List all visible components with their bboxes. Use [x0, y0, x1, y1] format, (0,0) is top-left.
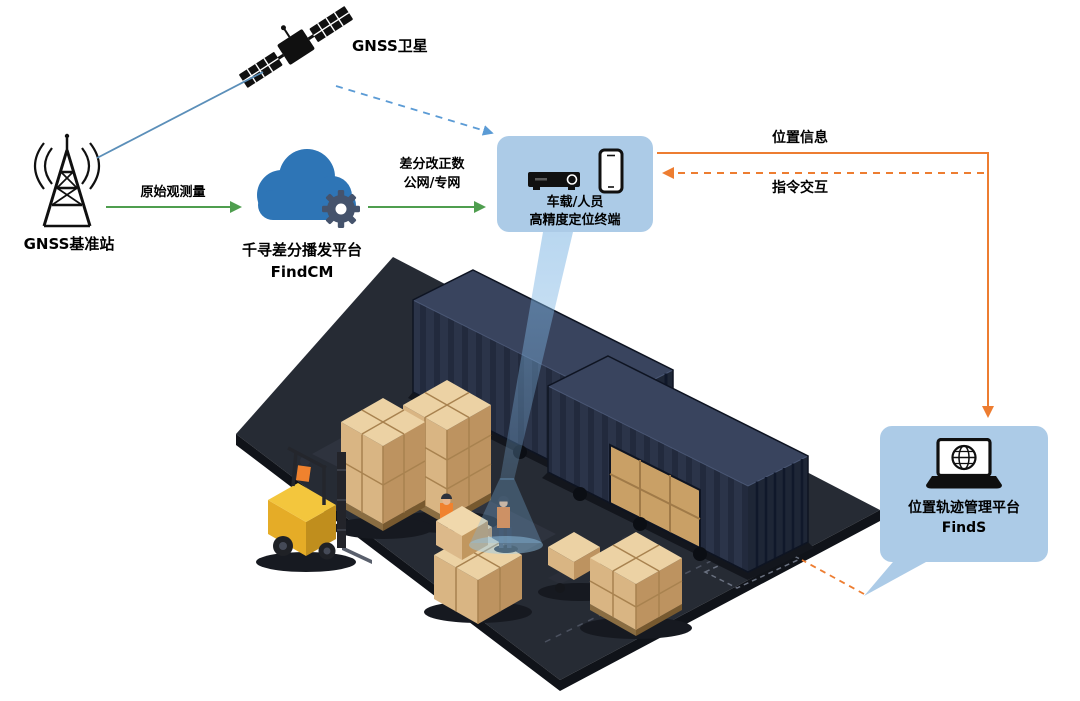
crate-small-left — [436, 521, 462, 560]
satellite-icon — [239, 6, 353, 88]
link-terminal-to-platform — [657, 152, 994, 418]
container-door-bars — [755, 459, 804, 568]
satellite-label: GNSS卫星 — [352, 37, 428, 55]
forklift-guard — [287, 446, 327, 505]
carton-stack-front — [333, 398, 433, 539]
correction-label: 差分改正数 公网/专网 — [380, 156, 484, 194]
raw-observation-label: 原始观测量 — [140, 185, 206, 200]
beam-cone — [470, 478, 542, 543]
positioning-beam — [469, 232, 573, 554]
base-station-label: GNSS基准站 — [23, 235, 115, 253]
link-satellite-to-terminal — [335, 85, 494, 136]
radio-tower-icon — [33, 133, 101, 228]
worker-vest — [497, 507, 510, 528]
worker-located — [494, 495, 518, 553]
jack-wheel — [555, 583, 565, 593]
jack-box-right — [574, 547, 600, 580]
laptop-globe-icon — [926, 438, 1002, 489]
link-station-to-satellite — [96, 71, 264, 159]
pallet-right — [636, 604, 682, 636]
cloud-platform-label: 千寻差分播发平台 FindCM — [222, 240, 382, 284]
worker-leg — [499, 527, 504, 548]
link-platform-to-zone — [801, 559, 865, 595]
container-outline — [547, 355, 809, 573]
forklift-fork — [342, 546, 372, 564]
forklift-mast-bars — [337, 469, 346, 531]
correction-label-line2: 公网/专网 — [403, 175, 461, 191]
pallet-left — [341, 500, 383, 531]
correction-label-line1: 差分改正数 — [399, 157, 465, 172]
terminal-label-line1: 车载/人员 — [546, 195, 604, 210]
command-interaction-label: 指令交互 — [772, 180, 828, 196]
position-info-label: 位置信息 — [772, 130, 828, 146]
worker-helmet — [441, 493, 452, 499]
management-platform-panel: 位置轨迹管理平台 FindS — [880, 426, 1048, 562]
cloud-gear-icon — [257, 149, 360, 228]
cargo-box-lines — [609, 460, 701, 533]
beam-upper — [500, 232, 573, 480]
management-platform-title: 位置轨迹管理平台 — [908, 500, 1020, 516]
carton-seams — [589, 544, 683, 630]
terminal-label-line2: 高精度定位终端 — [529, 213, 621, 229]
forklift-hub — [279, 542, 287, 550]
cloud-platform-product: FindCM — [270, 262, 334, 281]
forklift — [256, 446, 372, 572]
receiver-device-icon — [528, 172, 580, 190]
smartphone-icon — [598, 148, 624, 194]
beam-spot — [469, 536, 543, 554]
carton-stack-right — [580, 532, 692, 639]
forklift-body-top — [268, 483, 336, 522]
pallet-left — [590, 604, 636, 636]
worker-leg — [507, 527, 512, 548]
warehouse-scene-illustration — [236, 257, 880, 691]
crate-seams — [455, 541, 501, 624]
management-platform-product: FindS — [941, 520, 987, 537]
cloud-platform-title: 千寻差分播发平台 — [241, 241, 362, 259]
crate-small-right — [462, 521, 488, 560]
crates-bottom-center — [424, 506, 532, 624]
terminal-panel: 车载/人员 高精度定位终端 — [497, 136, 653, 232]
trailer-wheels — [573, 487, 707, 561]
gear-icon — [322, 190, 360, 228]
worker-helmet — [497, 495, 510, 502]
pallet-right — [383, 500, 425, 531]
forklift-hub — [323, 547, 331, 555]
forklift-body-left — [268, 500, 306, 556]
link-lines — [96, 71, 994, 595]
jack-box-left — [548, 547, 574, 580]
terminal-panel-icons — [526, 146, 624, 194]
shipping-container-open — [542, 355, 814, 580]
carton-seams — [340, 409, 426, 524]
finds-panel-tail — [864, 556, 926, 596]
forklift-driver-vest — [295, 465, 311, 482]
